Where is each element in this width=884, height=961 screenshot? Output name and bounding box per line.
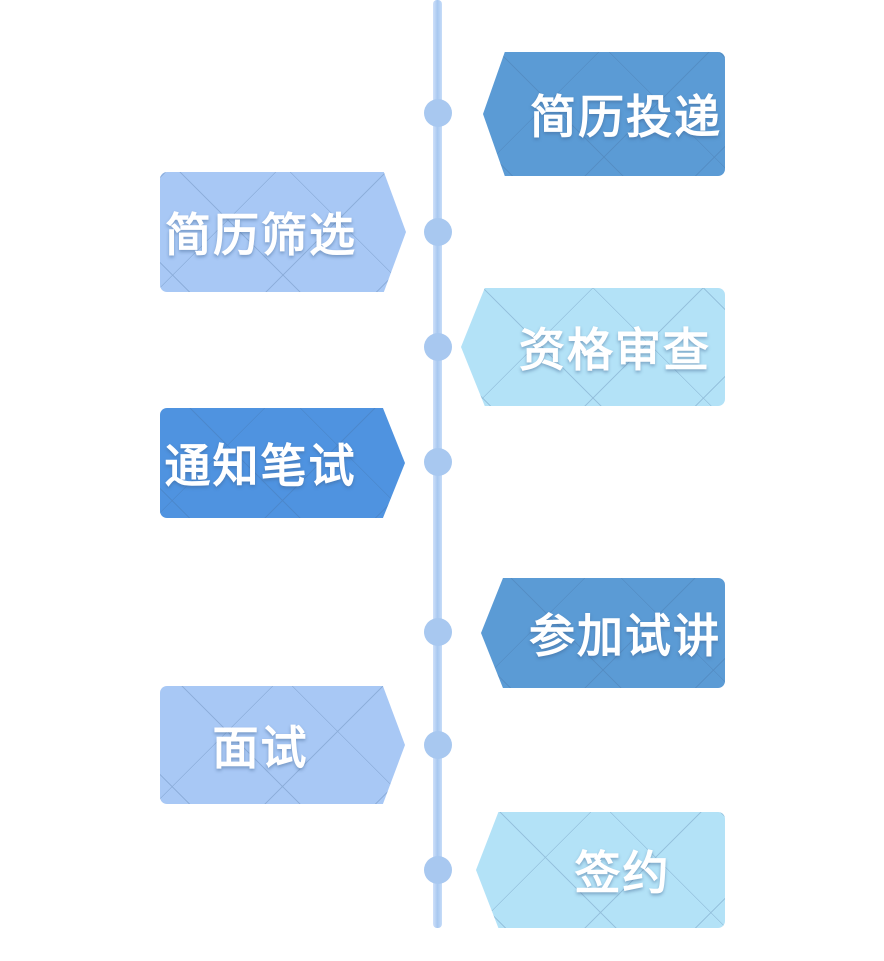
- timeline-dot-6: [424, 731, 452, 759]
- timeline-dot-2: [424, 218, 452, 246]
- banner-texture-5: [481, 578, 725, 688]
- banner-shape-5: [481, 578, 725, 688]
- banner-shape-4: [160, 408, 405, 518]
- banner-shape-7: [476, 812, 725, 928]
- banner-fill-6: [160, 686, 405, 804]
- timeline-label-5: 参加试讲: [529, 610, 721, 662]
- timeline-dot-7: [424, 856, 452, 884]
- banner-shape-3: [461, 288, 725, 406]
- banner-texture-6: [160, 686, 405, 804]
- timeline-dot-4: [424, 448, 452, 476]
- timeline-node-2[interactable]: 简历筛选: [160, 172, 406, 292]
- timeline-label-1: 简历投递: [530, 91, 722, 143]
- timeline-node-7[interactable]: 签约: [476, 812, 725, 928]
- timeline-dot-1: [424, 99, 452, 127]
- banner-fill-7: [476, 812, 725, 928]
- banner-shape-6: [160, 686, 405, 804]
- banner-fill-1: [483, 52, 725, 176]
- timeline-node-1[interactable]: 简历投递: [483, 52, 725, 176]
- banner-texture-4: [160, 408, 405, 518]
- banner-fill-2: [160, 172, 406, 292]
- banner-texture-3: [461, 288, 725, 406]
- timeline-label-6: 面试: [212, 722, 309, 774]
- timeline-label-3: 资格审查: [519, 324, 711, 376]
- timeline-label-2: 简历筛选: [165, 209, 357, 261]
- timeline-node-4[interactable]: 通知笔试: [160, 408, 405, 518]
- timeline-label-4: 通知笔试: [164, 440, 357, 492]
- timeline-label-7: 签约: [574, 847, 671, 899]
- banner-texture-2: [160, 172, 406, 292]
- banner-fill-3: [461, 288, 725, 406]
- banner-fill-4: [160, 408, 405, 518]
- banner-texture-1: [483, 52, 725, 176]
- banner-shape-1: [483, 52, 725, 176]
- timeline-node-5[interactable]: 参加试讲: [481, 578, 725, 688]
- timeline-node-3[interactable]: 资格审查: [461, 288, 725, 406]
- banner-shape-2: [160, 172, 406, 292]
- timeline-dot-3: [424, 333, 452, 361]
- banner-texture-7: [476, 812, 725, 928]
- banner-fill-5: [481, 578, 725, 688]
- timeline-node-6[interactable]: 面试: [160, 686, 405, 804]
- timeline-dot-5: [424, 618, 452, 646]
